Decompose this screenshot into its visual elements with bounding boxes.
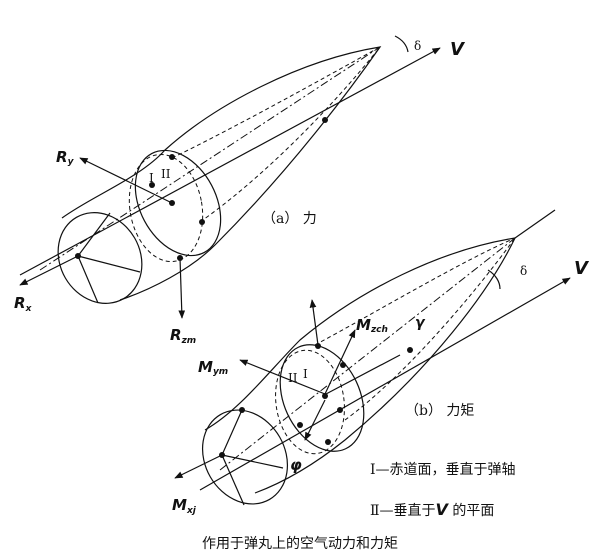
diagram-a-plane-2-ellipse (128, 153, 204, 263)
diagram-a-plane-1-ellipse (134, 149, 222, 257)
diagram-a-ry-arrow (79, 157, 173, 204)
diagram-b-mzch-arrow (324, 329, 356, 395)
diagram-b-label-phi: φ (290, 456, 302, 474)
diagram-a-base-spoke-3 (77, 255, 99, 304)
legend-line-2: Ⅱ—垂直于V 的平面 (370, 500, 494, 519)
diagram-b-vertical-arrow (309, 299, 319, 346)
diagram-a-label-plane-1: I (149, 171, 154, 185)
diagram-a-rx-arrow (19, 255, 79, 286)
diagram-b-axis-line (219, 237, 516, 471)
diagram-a-label-rx: Rx (14, 294, 33, 314)
diagram-b-base-spoke-3 (221, 454, 245, 506)
diagram-a-label-ry: Ry (56, 148, 75, 167)
legend: Ⅰ—赤道面，垂直于弹轴 Ⅱ—垂直于V 的平面 (370, 461, 516, 519)
diagram-b-base-ellipse (201, 409, 289, 505)
diagram-a-point (75, 253, 81, 259)
diagram-a-rzm-arrow (178, 257, 186, 319)
diagram-b-caption: （b） 力矩 (405, 403, 474, 419)
diagram-b-point (407, 347, 413, 353)
diagram-a-point (169, 154, 175, 160)
diagram-b-label-delta: δ (520, 264, 527, 278)
diagram-a-label-rzm: Rzm (170, 326, 196, 346)
diagram-b-mym-arrow (239, 359, 326, 395)
diagram-a-label-v: V (450, 39, 466, 60)
diagram-a-delta-arc (394, 35, 409, 53)
diagram-b-delta-arc (487, 269, 501, 290)
diagram-a-axis-line (39, 46, 381, 271)
diagram-a-base-spoke-1 (77, 255, 141, 273)
diagram-b-point (322, 393, 328, 399)
diagram-a-caption: （a） 力 (262, 211, 317, 227)
diagram-b-base-spoke-1 (221, 454, 284, 469)
diagram-b-point (239, 407, 245, 413)
diagram-a-inner-contour (171, 46, 381, 159)
diagram-a-shell-outline (61, 46, 382, 301)
diagram-a-velocity-line (19, 47, 441, 276)
diagram-b-label-plane-1: I (303, 367, 308, 381)
diagram-a-label-delta: δ (414, 39, 421, 53)
diagram-a-inner-contour-2 (199, 46, 381, 223)
diagram-b-label-v: V (574, 258, 590, 279)
diagram-a-point (177, 255, 183, 261)
diagram-b-label-mzch: Mzch (356, 316, 388, 335)
diagram-b-label-plane-2: II (288, 371, 298, 385)
figure-caption: 作用于弹丸上的空气动力和力矩 (202, 536, 398, 552)
diagram-b-label-mym: Mym (198, 358, 228, 377)
diagram-b-point (340, 362, 346, 368)
diagram-b-point (325, 439, 331, 445)
diagram-a-point (322, 117, 328, 123)
diagram-b-point (219, 452, 225, 458)
diagram-b-point (315, 343, 321, 349)
diagram-a-point (149, 182, 155, 188)
diagram-a-label-plane-2: II (161, 167, 171, 181)
diagram-b-gamma-arrow (325, 354, 401, 395)
diagram-b-point (337, 407, 343, 413)
diagram-b-label-gamma: γ (415, 315, 426, 331)
diagram-b-base-spoke-2 (221, 409, 243, 456)
diagram-b-point (297, 422, 303, 428)
diagram-a-point (169, 200, 175, 206)
diagram-b-plane-2-ellipse (275, 349, 345, 455)
diagram-b-inner-contour-2 (344, 237, 516, 421)
diagram-b-inner-contour (314, 237, 516, 346)
diagram-b-phi-arrow (304, 399, 326, 441)
diagram-b-shell-outline (204, 237, 517, 494)
diagram-a-base-ellipse (57, 212, 143, 304)
legend-line-1: Ⅰ—赤道面，垂直于弹轴 (370, 461, 516, 478)
diagram-a-point (199, 219, 205, 225)
diagram-b-mxj-arrow (174, 454, 223, 479)
diagram-b-plane-1-ellipse (279, 344, 365, 452)
diagram-b-velocity-line (199, 277, 571, 491)
diagram-b-axis-extension (514, 209, 556, 239)
diagram-b-label-mxj: Mxj (172, 496, 197, 516)
diagram-a-base-spoke-2 (77, 212, 111, 257)
diagram-b: V δ γ Mzch Mym Mxj φ I II （b） 力矩 (172, 209, 590, 516)
diagram-a: V δ Ry Rx Rzm I II （a） 力 (14, 35, 466, 346)
